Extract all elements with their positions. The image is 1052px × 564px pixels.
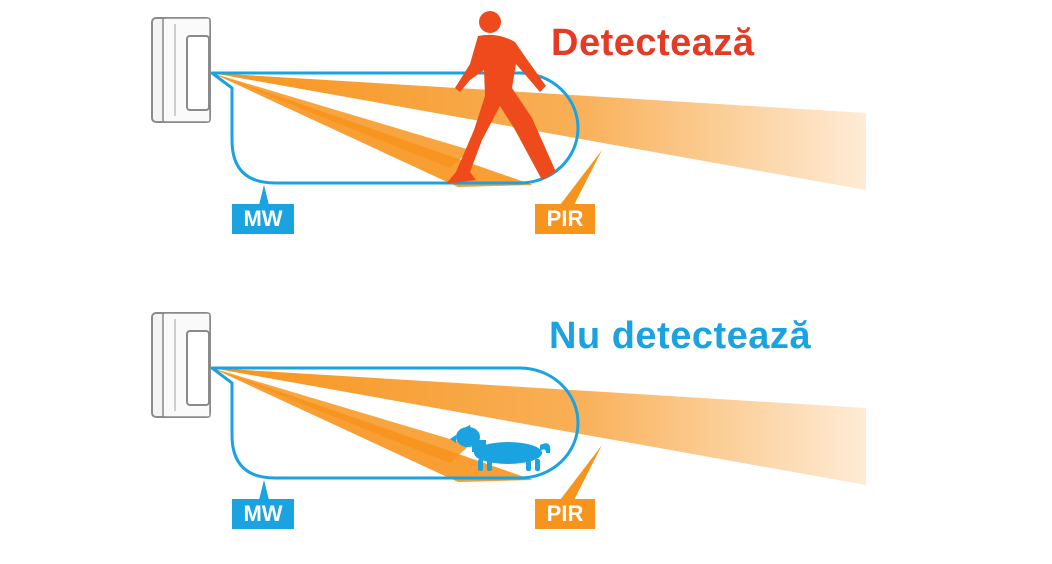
mw-zone-outline bbox=[210, 71, 580, 185]
pir-long-beam bbox=[212, 73, 866, 190]
mw-label-badge: MW bbox=[232, 499, 294, 529]
pir-microwave-sensor-icon bbox=[151, 17, 211, 123]
detection-panel-person: Detectează MW PIR bbox=[0, 0, 1052, 269]
mw-zone-outline bbox=[210, 366, 580, 480]
dachshund-dog-icon bbox=[450, 425, 551, 471]
detection-diagram-dog bbox=[151, 312, 866, 500]
mw-callout-pointer bbox=[259, 480, 269, 500]
detection-panel-dog: Nu detectează MW PIR bbox=[0, 295, 1052, 564]
pir-long-beam bbox=[212, 368, 866, 485]
pir-label-badge: PIR bbox=[535, 499, 595, 529]
pir-callout-pointer bbox=[560, 150, 602, 205]
pir-label-badge: PIR bbox=[535, 204, 595, 234]
detection-diagram-person bbox=[151, 11, 866, 205]
pir-callout-pointer bbox=[560, 445, 602, 500]
mw-label-badge: MW bbox=[232, 204, 294, 234]
mw-callout-pointer bbox=[259, 185, 269, 205]
pir-low-beam bbox=[212, 73, 533, 187]
status-no-detect-label: Nu detectează bbox=[549, 315, 812, 357]
walking-person-icon bbox=[446, 11, 556, 184]
pir-microwave-sensor-icon bbox=[151, 312, 211, 418]
status-detect-label: Detectează bbox=[551, 22, 755, 64]
pir-low-beam bbox=[212, 368, 533, 482]
